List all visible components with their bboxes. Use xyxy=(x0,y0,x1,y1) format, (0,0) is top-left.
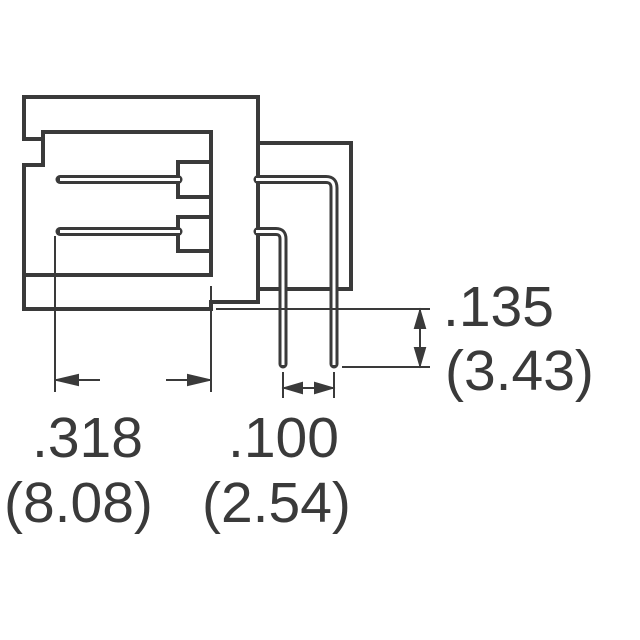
pin-pitch-inch-label: .100 xyxy=(228,406,339,470)
housing-inner-cavity xyxy=(24,130,213,277)
housing-outline xyxy=(22,95,260,311)
rear-housing xyxy=(258,141,353,291)
pin-reach-inch-label: .318 xyxy=(32,406,143,470)
pin-height-mm-label: (3.43) xyxy=(445,339,594,403)
pin-pitch-mm-label: (2.54) xyxy=(202,471,351,535)
pin-reach-mm-label: (8.08) xyxy=(4,471,153,535)
pin-shoulder-top xyxy=(176,160,211,199)
pin-height-inch-label: .135 xyxy=(443,275,554,339)
dimension-height xyxy=(216,307,430,369)
bent-pin-inner xyxy=(253,227,288,369)
bent-pin-outer xyxy=(253,175,339,369)
dimension-reach xyxy=(54,236,212,392)
pin-shoulder-bottom xyxy=(176,215,211,253)
dimension-pitch xyxy=(281,372,336,398)
